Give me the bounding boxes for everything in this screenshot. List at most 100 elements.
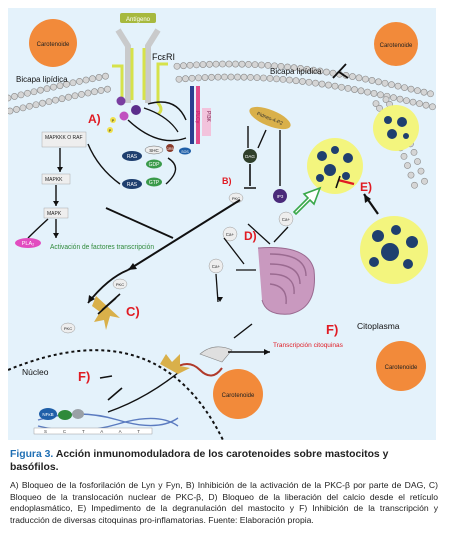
lipid-head: [173, 62, 181, 70]
lipid-head: [214, 73, 222, 81]
granule-right: [373, 105, 419, 151]
lipid-head: [411, 181, 418, 189]
lipid-head: [290, 64, 298, 72]
dag-node: [243, 149, 257, 163]
pkc-node-mid: [112, 278, 128, 290]
pkc-translocation-arrow: [127, 199, 241, 271]
lipid-head: [372, 100, 380, 107]
label-F-nucleus: F): [78, 369, 90, 384]
lipid-head: [429, 103, 436, 111]
plcy-label: PLCγ: [194, 111, 200, 124]
nuclear-pore-c: [92, 296, 120, 330]
granule-top: [307, 138, 363, 194]
lipid-head: [52, 96, 59, 104]
mapk-cascade-arrows: [27, 148, 61, 239]
ca-label: Ca+: [212, 264, 221, 269]
lipid-head: [240, 73, 248, 81]
plcy-bar: [190, 86, 194, 144]
lipid-head: [30, 88, 38, 96]
lipid-head: [69, 79, 77, 87]
lipid-head: [404, 162, 411, 169]
lipid-head: [82, 76, 90, 84]
gtp-node: [146, 177, 162, 187]
mast-cell-diagram: Carotenoide Carotenoide Carotenoide Caro…: [8, 8, 436, 440]
antigen-shape: [120, 13, 156, 23]
figure-number: Figura 3.: [10, 449, 54, 460]
lipid-head: [299, 78, 306, 85]
ip3-node: [273, 189, 287, 203]
ras-cycle-arrows: [87, 143, 177, 185]
carotenoid-bottom: Carotenoide: [213, 369, 263, 419]
lipid-head: [331, 82, 339, 90]
lipid-head: [381, 79, 389, 87]
lipid-head: [247, 73, 254, 81]
label-A: A): [88, 112, 101, 126]
kinase-arrows: [127, 101, 187, 142]
lipid-head: [13, 106, 20, 113]
lipid-head: [417, 167, 425, 175]
calcium-arrows: [215, 223, 289, 303]
transcription-block-left: [99, 375, 113, 379]
lipid-head: [370, 90, 378, 97]
lipid-head: [312, 79, 319, 87]
lipid-head: [32, 101, 40, 109]
lipid-head: [245, 60, 252, 68]
lipid-head: [260, 74, 267, 82]
lyn-node: [116, 96, 126, 106]
label-C: C): [126, 304, 140, 319]
bilayer-label-right: Bicapa lipídica: [270, 67, 322, 76]
lipid-head: [175, 75, 183, 83]
lipid-head: [427, 90, 434, 98]
gdp-label: GDP: [149, 162, 161, 168]
receptor-label: FcεRI: [152, 52, 175, 62]
lipid-head: [26, 102, 33, 110]
mapk-label: MAPK: [47, 211, 62, 217]
lipid-head: [56, 82, 64, 90]
pi3k-label: PI3K: [205, 111, 211, 123]
lipid-head: [318, 80, 326, 88]
lipid-head: [58, 95, 66, 103]
lipid-head: [19, 104, 27, 112]
cytoplasm-label: Citoplasma: [357, 321, 400, 331]
translation-arrowhead: [264, 349, 270, 355]
carotenoid-label: Carotenoide: [380, 43, 413, 49]
lipid-head: [349, 73, 356, 80]
shc-node: [144, 145, 164, 155]
granule-bottom: [360, 216, 428, 284]
pkc-label: PKC: [64, 326, 72, 331]
lipid-head: [416, 100, 423, 108]
sos-node: [179, 147, 191, 155]
mapk-arrowheads: [53, 167, 63, 238]
lipid-head: [390, 94, 397, 102]
lipid-head: [89, 75, 96, 83]
lipid-head: [303, 65, 311, 73]
lipid-head: [102, 72, 109, 80]
mrna-strand: [171, 363, 223, 377]
lipid-head: [357, 87, 365, 95]
lipid-head: [376, 104, 383, 112]
lipid-head: [253, 74, 261, 82]
lipid-head: [355, 74, 363, 82]
lipid-head: [422, 101, 430, 109]
lipid-head: [410, 148, 418, 156]
lipid-head: [375, 78, 382, 86]
syk-node: [131, 105, 141, 115]
lipid-head: [225, 60, 233, 68]
lipid-head: [273, 75, 280, 83]
lipid-head: [193, 61, 200, 69]
lipid-head: [65, 93, 72, 101]
lipid-head: [421, 177, 428, 185]
lipid-head: [199, 61, 207, 68]
lipid-head: [403, 97, 410, 105]
lipid-head: [292, 77, 300, 85]
lipid-head: [279, 76, 287, 83]
lipid-head: [84, 89, 92, 97]
lipid-head: [186, 61, 194, 69]
lipid-head: [396, 95, 404, 103]
lipid-head: [377, 91, 384, 99]
carotenoid-top-left: Carotenoide: [29, 19, 77, 67]
lipid-head: [420, 88, 428, 96]
antigen-label: Antígeno: [126, 17, 151, 23]
carotenoid-label: Carotenoide: [385, 365, 418, 371]
lipid-head: [329, 69, 337, 77]
